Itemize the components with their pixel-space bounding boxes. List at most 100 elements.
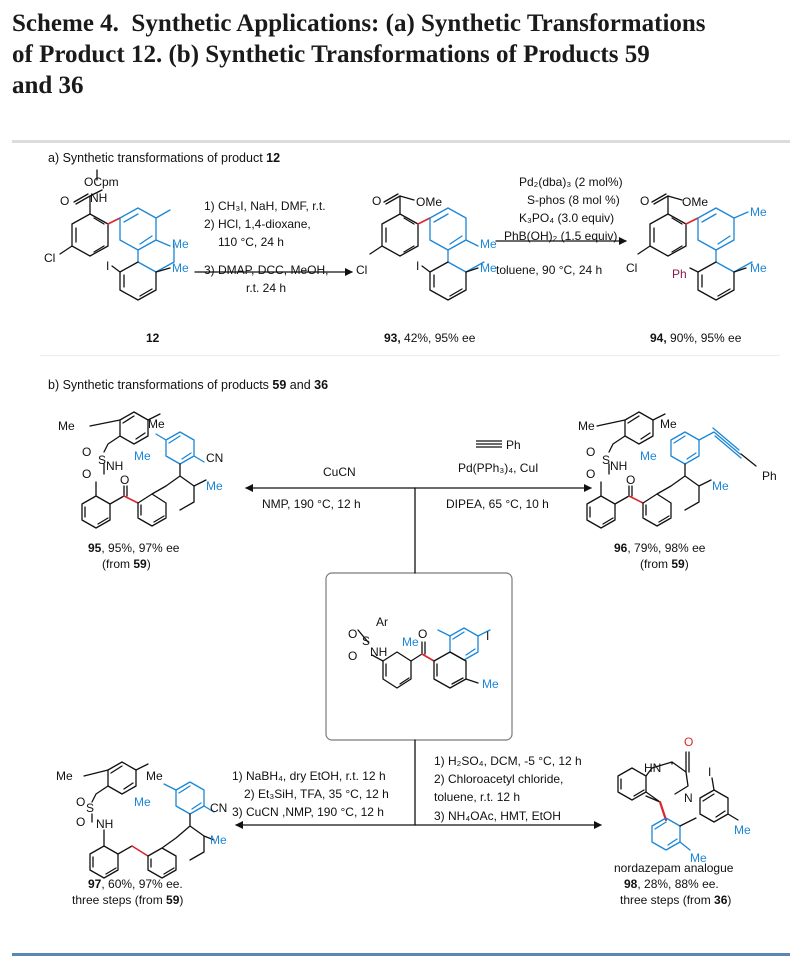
cond-a1-5: r.t. 24 h: [246, 281, 286, 295]
label-i-12: I: [106, 259, 109, 273]
label-me-95a: Me: [58, 419, 75, 433]
caption-95-line1: 95, 95%, 97% ee: [88, 541, 180, 555]
label-cn-97: CN: [210, 801, 227, 815]
label-me-sub-a: Me: [402, 635, 419, 649]
label-o-98: O: [684, 735, 693, 749]
label-me-93a: Me: [480, 237, 497, 251]
label-o-96a: O: [586, 445, 595, 459]
label-ome-94: OMe: [682, 195, 708, 209]
label-me-97d: Me: [210, 833, 227, 847]
caption-96-line1: 96, 79%, 98% ee: [614, 541, 706, 555]
label-ph-96: Ph: [762, 469, 777, 483]
label-me-sub-b: Me: [482, 677, 499, 691]
cond-a2-4: PhB(OH)₂ (1.5 equiv): [504, 229, 617, 243]
cond-96-reagents: Pd(PPh₃)₄, CuI: [458, 461, 538, 475]
cond-97-1: 1) NaBH₄, dry EtOH, r.t. 12 h: [232, 769, 386, 783]
label-o-96b: O: [586, 467, 595, 481]
label-o-94: O: [640, 194, 649, 208]
cond-98-3: toluene, r.t. 12 h: [434, 790, 520, 804]
label-me-97c: Me: [134, 795, 151, 809]
label-nh-97: NH: [96, 817, 113, 831]
cond-98-2: 2) Chloroacetyl chloride,: [434, 772, 563, 786]
title-line-1: Scheme 4. Synthetic Applications: (a) Sy…: [12, 10, 706, 37]
caption-98-line2: three steps (from 36): [620, 893, 731, 907]
reagent-alkyne-ph: Ph: [506, 438, 521, 452]
label-me-12a: Me: [172, 237, 189, 251]
label-o-95a: O: [82, 445, 91, 459]
label-o-sub-a: O: [348, 627, 357, 641]
label-nh-95: NH: [106, 459, 123, 473]
label-me-98b: Me: [690, 851, 707, 865]
structure-98: [617, 751, 739, 851]
label-o-95b: O: [82, 467, 91, 481]
label-ome-93: OMe: [416, 195, 442, 209]
cond-a1-2: 2) HCl, 1,4-dioxane,: [204, 217, 311, 231]
title-line-2: of Product 12. (b) Synthetic Transformat…: [12, 41, 650, 68]
label-s-96: S: [602, 453, 610, 467]
center-substrate-box: [325, 572, 513, 741]
label-cl-94: Cl: [626, 261, 637, 275]
structure-94: [637, 193, 753, 301]
title-line-3: and 36: [12, 72, 84, 99]
cond-95-reagent: CuCN: [323, 465, 356, 479]
caption-98-line1: 98, 28%, 88% ee.: [624, 877, 719, 891]
label-me-93b: Me: [480, 261, 497, 275]
label-nh-12: NH: [90, 191, 107, 205]
cond-98-4: 3) NH₄OAc, HMT, EtOH: [434, 809, 561, 823]
label-cl-12: Cl: [44, 251, 55, 265]
cond-a1-3: 110 °C, 24 h: [218, 235, 284, 249]
label-me-95c: Me: [134, 449, 151, 463]
label-o-95c: O: [120, 473, 129, 487]
label-me-95d: Me: [206, 479, 223, 493]
label-hn-98: HN: [644, 761, 661, 775]
caption-93: 93, 42%, 95% ee: [384, 331, 476, 345]
label-me-95b: Me: [148, 417, 165, 431]
scheme-title: Scheme 4. Synthetic Applications: (a) Sy…: [12, 8, 792, 101]
label-o-12: O: [60, 194, 69, 208]
label-o-sub-b: O: [348, 649, 357, 663]
caption-96-line2: (from 59): [640, 557, 689, 571]
caption-97-line2: three steps (from 59): [72, 893, 183, 907]
label-o-93: O: [372, 194, 381, 208]
label-i-93: I: [416, 259, 419, 273]
cond-a1-1: 1) CH₃I, NaH, DMF, r.t.: [204, 199, 326, 213]
cond-a2-3: K₃PO₄ (3.0 equiv): [519, 211, 614, 225]
top-rule: [12, 140, 790, 143]
label-me-96d: Me: [712, 479, 729, 493]
label-me-96c: Me: [640, 449, 657, 463]
caption-95-line2: (from 59): [102, 557, 151, 571]
label-me-98a: Me: [734, 823, 751, 837]
structure-96: [586, 411, 757, 529]
structure-97: [83, 761, 215, 879]
structure-12: [59, 169, 175, 301]
cond-a2-2: S-phos (8 mol %): [527, 193, 620, 207]
label-me-12b: Me: [172, 261, 189, 275]
caption-12: 12: [146, 331, 160, 345]
label-s-97: S: [86, 801, 94, 815]
label-o-sub-c: O: [418, 627, 427, 641]
label-me-96b: Me: [660, 417, 677, 431]
label-ar: Ar: [376, 615, 388, 629]
structure-95: [81, 411, 207, 529]
cond-a2-5: toluene, 90 °C, 24 h: [496, 263, 602, 277]
label-me-97a: Me: [56, 769, 73, 783]
cond-97-2: 2) Et₃SiH, TFA, 35 °C, 12 h: [244, 787, 389, 801]
cond-98-1: 1) H₂SO₄, DCM, -5 °C, 12 h: [434, 754, 582, 768]
bottom-rule: [12, 953, 790, 956]
label-o-97b: O: [76, 815, 85, 829]
caption-97-line1: 97, 60%, 97% ee.: [88, 877, 183, 891]
label-ph-94: Ph: [672, 267, 687, 281]
label-nh-96: NH: [610, 459, 627, 473]
label-i-sub: I: [486, 629, 489, 643]
structure-substrate: [357, 627, 491, 689]
caption-98-line0: nordazepam analogue: [614, 861, 734, 875]
label-s-95: S: [98, 453, 106, 467]
label-s-sub: S: [362, 634, 370, 648]
cond-97-3: 3) CuCN ,NMP, 190 °C, 12 h: [232, 805, 384, 819]
cond-a2-1: Pd₂(dba)₃ (2 mol%): [519, 175, 623, 189]
label-o-96c: O: [626, 473, 635, 487]
label-cn-95: CN: [206, 451, 223, 465]
cond-95: NMP, 190 °C, 12 h: [262, 497, 361, 511]
part-a-header: a) Synthetic transformations of product …: [48, 151, 280, 165]
